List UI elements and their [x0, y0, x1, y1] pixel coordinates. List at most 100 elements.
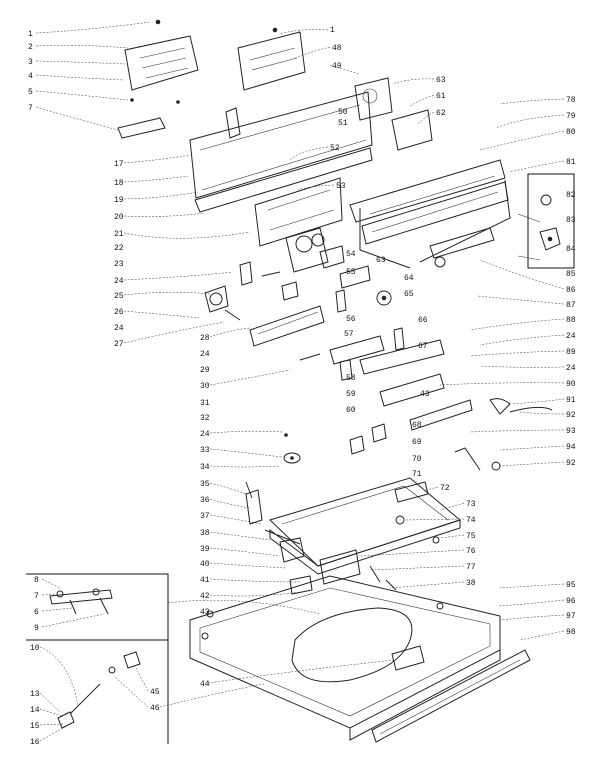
callout-1: 1: [28, 30, 33, 39]
callout-38b: 38: [466, 579, 476, 588]
callout-72: 72: [440, 484, 450, 493]
inset-callout-46: 46: [150, 704, 160, 713]
inset-callout-10: 10: [30, 644, 40, 653]
callout-7: 7: [28, 104, 33, 113]
callout-87: 87: [566, 301, 576, 310]
misc-hardware-parts: [167, 433, 321, 618]
callout-40: 40: [200, 560, 210, 569]
callout-82: 82: [566, 191, 576, 200]
callout-86: 86: [566, 286, 576, 295]
callout-24d: 24: [200, 430, 210, 439]
callout-34: 34: [200, 463, 210, 472]
callout-95: 95: [566, 581, 576, 590]
callout-91: 91: [566, 396, 576, 405]
callout-3: 3: [28, 58, 33, 67]
callout-35: 35: [200, 480, 210, 489]
callout-69: 69: [412, 438, 422, 447]
callout-56: 56: [346, 315, 356, 324]
callout-38: 38: [200, 529, 210, 538]
callout-4: 4: [28, 72, 33, 81]
callout-79: 79: [566, 112, 576, 121]
right-callout-labels: 78 79 80 81 82 83 84 85 86 87 88 24 89 2…: [439, 96, 576, 641]
callout-62: 62: [436, 109, 446, 118]
callout-75: 75: [466, 532, 476, 541]
inset-box-left: 8 7 6 9 10 13 14 15 16 45 46: [26, 573, 265, 747]
callout-83: 83: [566, 216, 576, 225]
callout-41: 41: [200, 576, 210, 585]
callout-63: 63: [436, 76, 446, 85]
callout-76: 76: [466, 547, 476, 556]
callout-31: 31: [200, 399, 210, 408]
callout-24a: 24: [114, 277, 124, 286]
cabinet-top-labels: 72 73 74 75 76 77 38: [359, 484, 476, 589]
callout-74: 74: [466, 516, 476, 525]
callout-52: 52: [330, 144, 340, 153]
inset-callout-6: 6: [34, 608, 39, 617]
callout-22: 22: [114, 244, 124, 253]
callout-92: 92: [566, 411, 576, 420]
callout-98: 98: [566, 628, 576, 637]
timer-motor-assembly: [204, 227, 553, 471]
callout-23: 23: [114, 260, 124, 269]
top-right-callout-labels: 1 48 49 63 61 62 50 51 52 53: [279, 26, 446, 191]
callout-25: 25: [114, 292, 124, 301]
callout-20: 20: [114, 213, 124, 222]
callout-90: 90: [566, 380, 576, 389]
callout-37: 37: [200, 512, 210, 521]
callout-50: 50: [338, 108, 348, 117]
callout-55: 55: [346, 268, 356, 277]
inset-box-right: [527, 173, 575, 269]
washer-top-lid-frame: [189, 575, 531, 743]
callout-68: 68: [412, 421, 422, 430]
inset-callout-45: 45: [150, 688, 160, 697]
callout-30: 30: [200, 382, 210, 391]
callout-48: 48: [332, 44, 342, 53]
callout-24b: 24: [114, 324, 124, 333]
callout-71: 71: [412, 470, 422, 479]
callout-28: 28: [200, 334, 210, 343]
callout-59: 59: [346, 390, 356, 399]
callout-70: 70: [412, 455, 422, 464]
callout-78: 78: [566, 96, 576, 105]
callout-26: 26: [114, 308, 124, 317]
callout-61: 61: [436, 92, 446, 101]
callout-5: 5: [28, 88, 33, 97]
callout-24e: 24: [566, 332, 576, 341]
callout-93: 93: [566, 427, 576, 436]
callout-36: 36: [200, 496, 210, 505]
callout-89: 89: [566, 348, 576, 357]
callout-42: 42: [200, 592, 210, 601]
callout-58: 58: [346, 374, 356, 383]
left-callout-labels: 1 2 3 4 5 7 17 18 19 20 21 22 23 24 25 2…: [28, 30, 210, 689]
callout-43-mid: 43: [420, 390, 430, 399]
callout-57: 57: [344, 330, 354, 339]
inset-callout-8: 8: [34, 576, 39, 585]
callout-2: 2: [28, 43, 33, 52]
callout-85: 85: [566, 270, 576, 279]
callout-33: 33: [200, 446, 210, 455]
callout-1-top: 1: [330, 26, 335, 35]
inset-callout-9: 9: [34, 624, 39, 633]
callout-77: 77: [466, 563, 476, 572]
inset-callout-16: 16: [30, 738, 40, 747]
inset-callout-13: 13: [30, 690, 40, 699]
inset-callout-15: 15: [30, 722, 40, 731]
callout-92b: 92: [566, 459, 576, 468]
callout-94: 94: [566, 443, 576, 452]
callout-81: 81: [566, 158, 576, 167]
callout-73: 73: [466, 500, 476, 509]
callout-39: 39: [200, 545, 210, 554]
callout-60: 60: [346, 406, 356, 415]
callout-24c: 24: [200, 350, 210, 359]
callout-18: 18: [114, 179, 124, 188]
callout-80: 80: [566, 128, 576, 137]
callout-97: 97: [566, 612, 576, 621]
console-backsplash: [189, 27, 433, 247]
inset-callout-7: 7: [34, 592, 39, 601]
callout-96: 96: [566, 597, 576, 606]
callout-49: 49: [332, 62, 342, 71]
callout-84: 84: [566, 245, 576, 254]
callout-19: 19: [114, 196, 124, 205]
callout-43: 43: [200, 608, 210, 617]
